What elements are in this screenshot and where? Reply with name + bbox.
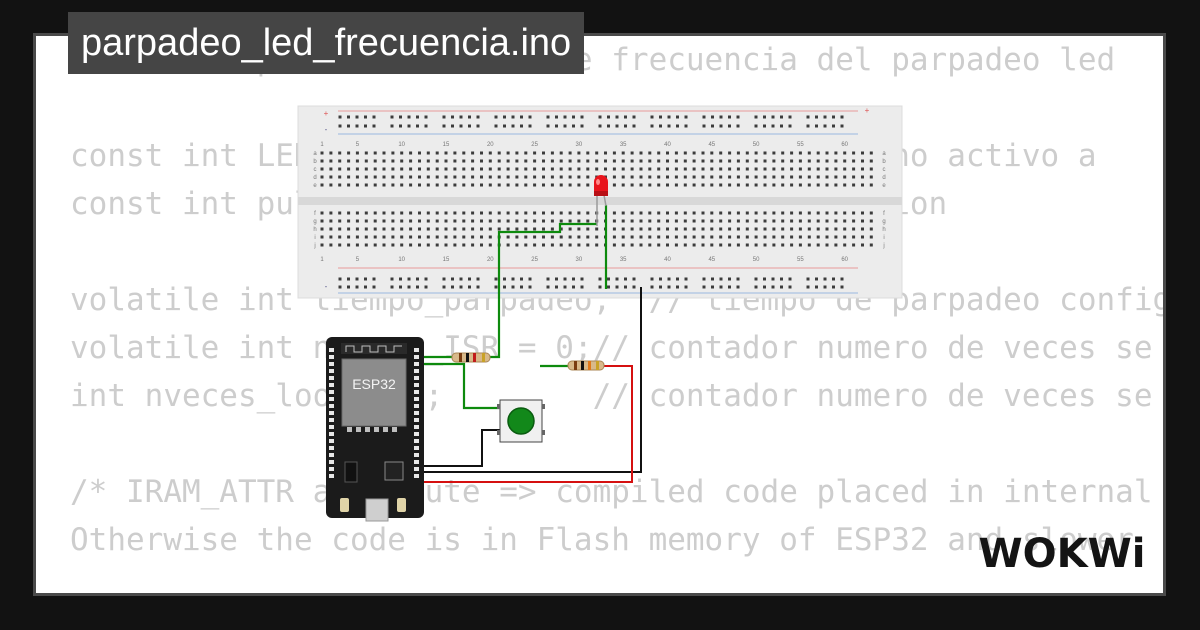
row-letter: g xyxy=(313,219,316,225)
column-number: 15 xyxy=(443,257,450,263)
rail-sign: + xyxy=(865,106,870,115)
wokwi-logo-text: WOKWi xyxy=(979,531,1146,577)
resistor-button[interactable] xyxy=(567,360,605,371)
row-letter: i xyxy=(883,235,884,241)
column-number: 35 xyxy=(620,142,627,148)
row-letter: h xyxy=(313,227,316,233)
row-letter: c xyxy=(314,167,317,173)
led-red[interactable] xyxy=(594,175,608,226)
row-letter: i xyxy=(314,235,315,241)
column-number: 5 xyxy=(356,257,360,263)
row-letter: f xyxy=(314,211,316,217)
row-letter: j xyxy=(882,243,884,249)
row-letter: j xyxy=(313,243,315,249)
column-number: 15 xyxy=(443,142,450,148)
code-line: Otherwise the code is in Flash memory of… xyxy=(70,522,1134,558)
column-number: 25 xyxy=(531,142,538,148)
column-number: 55 xyxy=(797,142,804,148)
column-number: 45 xyxy=(708,257,715,263)
wokwi-logo[interactable]: WOKWi xyxy=(975,527,1150,577)
column-number: 10 xyxy=(398,257,405,263)
column-number: 10 xyxy=(398,142,405,148)
column-number: 40 xyxy=(664,142,671,148)
column-number: 50 xyxy=(753,257,760,263)
row-letter: e xyxy=(882,183,886,189)
column-number: 55 xyxy=(797,257,804,263)
row-letter: d xyxy=(882,175,885,181)
esp32-label: ESP32 xyxy=(352,376,396,392)
project-title[interactable]: parpadeo_led_frecuencia.ino xyxy=(68,12,585,74)
row-letter: d xyxy=(313,175,316,181)
rail-sign: + xyxy=(324,109,329,118)
column-number: 40 xyxy=(664,257,671,263)
column-number: 1 xyxy=(320,257,324,263)
column-number: 20 xyxy=(487,257,494,263)
column-number: 5 xyxy=(356,142,360,148)
row-letter: f xyxy=(883,211,885,217)
column-number: 25 xyxy=(531,257,538,263)
column-number: 60 xyxy=(841,257,848,263)
column-number: 60 xyxy=(841,142,848,148)
wire-red-vcc[interactable] xyxy=(418,365,633,483)
column-number: 50 xyxy=(753,142,760,148)
wire-green-button[interactable] xyxy=(418,362,505,410)
breadboard-holes xyxy=(320,115,873,289)
rail-sign: - xyxy=(325,282,328,291)
column-number: 30 xyxy=(576,257,583,263)
column-number: 20 xyxy=(487,142,494,148)
breadboard-rail-signs: + + - - xyxy=(324,106,870,291)
row-letter: c xyxy=(883,167,886,173)
rail-sign: - xyxy=(325,125,328,134)
row-letter: a xyxy=(882,151,886,157)
column-number: 45 xyxy=(708,142,715,148)
wire-black-gnd[interactable] xyxy=(418,287,642,473)
row-letter: h xyxy=(882,227,885,233)
wire-black-button[interactable] xyxy=(418,429,507,467)
resistor-led[interactable] xyxy=(451,352,491,363)
row-letter: e xyxy=(313,183,317,189)
push-button[interactable] xyxy=(497,399,545,443)
row-letter: a xyxy=(313,151,317,157)
esp32-board[interactable]: ESP32 xyxy=(326,337,424,522)
column-number: 35 xyxy=(620,257,627,263)
column-number: 1 xyxy=(320,142,324,148)
esp32-pins xyxy=(329,348,419,478)
row-letter: g xyxy=(882,219,885,225)
row-letter: b xyxy=(882,159,886,165)
column-number: 30 xyxy=(576,142,583,148)
row-letter: b xyxy=(313,159,317,165)
